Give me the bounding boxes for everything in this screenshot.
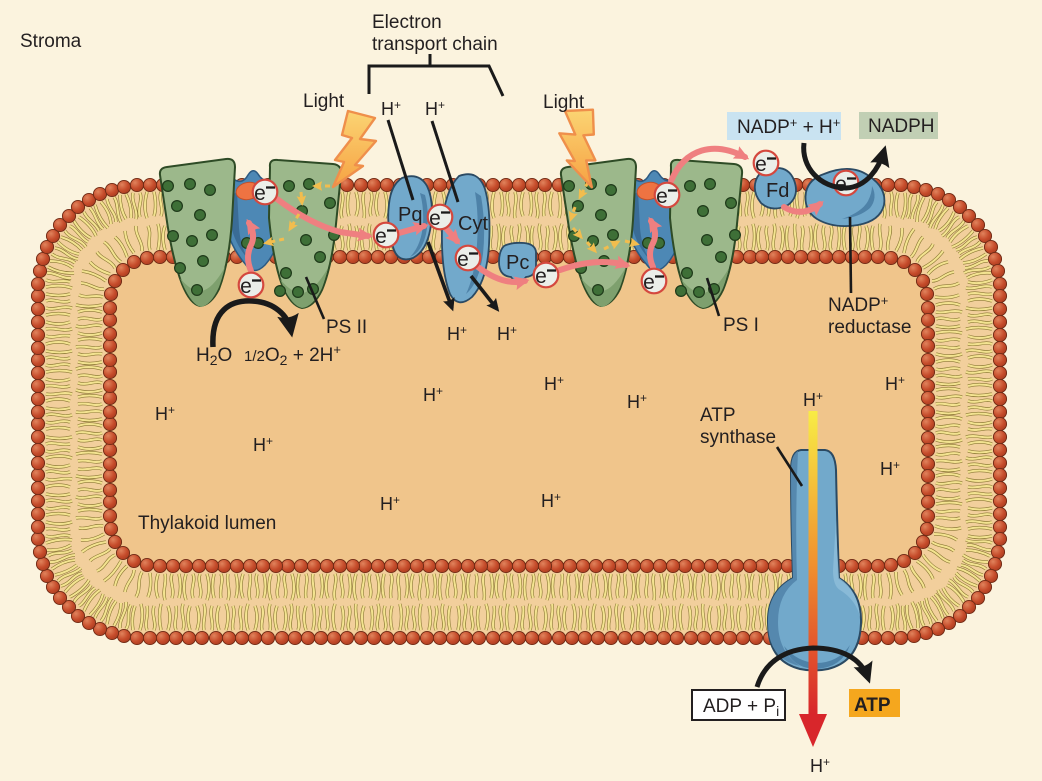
svg-text:e: e — [835, 173, 847, 196]
svg-text:e: e — [457, 248, 469, 271]
svg-text:e: e — [240, 275, 252, 298]
svg-text:NADP+ + H+: NADP+ + H+ — [737, 115, 840, 138]
svg-text:Cyt: Cyt — [458, 213, 488, 235]
svg-text:e: e — [429, 207, 441, 230]
svg-text:H2O: H2O — [196, 345, 232, 368]
svg-text:Stroma: Stroma — [20, 31, 82, 52]
svg-text:Light: Light — [303, 91, 345, 112]
svg-text:e: e — [535, 265, 547, 288]
svg-text:ADP + Pi: ADP + Pi — [703, 696, 779, 719]
svg-text:synthase: synthase — [700, 427, 776, 448]
svg-text:Fd: Fd — [766, 180, 789, 202]
svg-text:e: e — [643, 271, 655, 294]
svg-text:Pq: Pq — [398, 204, 422, 226]
svg-text:NADPH: NADPH — [868, 116, 935, 137]
svg-text:Light: Light — [543, 92, 585, 113]
svg-text:e: e — [656, 185, 668, 208]
svg-text:PS II: PS II — [326, 317, 367, 338]
svg-text:Thylakoid lumen: Thylakoid lumen — [138, 513, 276, 534]
svg-text:e: e — [375, 225, 387, 248]
svg-text:e: e — [755, 153, 767, 176]
svg-text:NADP+: NADP+ — [828, 293, 888, 316]
svg-text:PS I: PS I — [723, 315, 759, 336]
svg-text:transport chain: transport chain — [372, 34, 498, 55]
svg-text:ATP: ATP — [700, 405, 736, 426]
svg-text:Electron: Electron — [372, 12, 442, 33]
svg-text:e: e — [254, 182, 266, 205]
svg-text:Pc: Pc — [506, 252, 529, 274]
svg-text:ATP: ATP — [854, 695, 891, 716]
svg-text:reductase: reductase — [828, 317, 911, 338]
